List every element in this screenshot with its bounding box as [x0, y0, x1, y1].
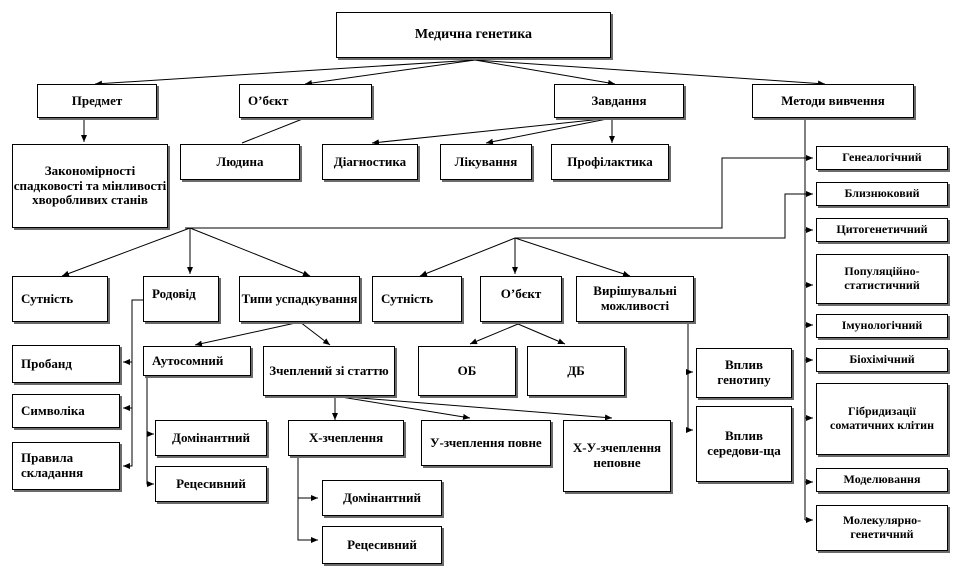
twin-db-box: ДБ [527, 346, 625, 396]
x-linked-box: Х-зчеплення [288, 420, 404, 456]
branch-methods-label: Методи вивчення [781, 92, 885, 108]
method-label: Імунологічний [841, 318, 923, 333]
y-linked-label: У-зчеплення повне [430, 434, 542, 450]
gen-inheritance-label: Типи успадкування [241, 290, 358, 306]
object-detail-label: Людина [216, 153, 264, 169]
method-biochemical: Біохімічний [816, 348, 948, 372]
twin-ob-label: ОБ [457, 362, 477, 378]
inheritance-autosomal-box: Аутосомний [143, 346, 251, 376]
inheritance-sexlinked-label: Зчеплений зі статтю [269, 362, 389, 378]
method-hybridization: Гібридизації соматичних клітин [816, 383, 948, 455]
pedigree-item-symbols: Символіка [12, 394, 120, 428]
gen-essence-box: Сутність [12, 276, 108, 322]
twin-ob-box: ОБ [418, 346, 516, 396]
root-box: Медична генетика [336, 12, 611, 58]
x-linked-label: Х-зчеплення [308, 429, 384, 445]
subject-detail-box: Закономірності спадковості та мінливості… [12, 144, 168, 228]
pedigree-item-label: Правила складання [21, 450, 84, 480]
branch-methods: Методи вивчення [752, 84, 914, 118]
autosomal-recessive-box: Рецесивний [155, 466, 267, 502]
branch-subject: Предмет [37, 84, 157, 118]
method-label: Близнюковий [844, 186, 920, 201]
gen-pedigree-box: Родовід [143, 276, 219, 322]
method-label: Молекулярно-генетичний [842, 513, 922, 541]
method-cytogenetic: Цитогенетичний [816, 218, 948, 242]
inheritance-sexlinked-box: Зчеплений зі статтю [263, 346, 395, 396]
twin-db-label: ДБ [567, 362, 585, 378]
twin-essence-box: Сутність [372, 276, 462, 322]
method-label: Популяційно-статистичний [844, 264, 920, 292]
branch-tasks-label: Завдання [591, 92, 647, 108]
method-label: Біохімічний [849, 352, 915, 367]
method-modeling: Моделювання [816, 468, 948, 492]
task-item-label: Профілактика [567, 153, 653, 169]
gen-essence-label: Сутність [21, 290, 74, 306]
inheritance-autosomal-label: Аутосомний [152, 352, 224, 368]
method-label: Цитогенетичний [836, 222, 928, 237]
method-label: Гібридизації соматичних клітин [830, 404, 934, 432]
gen-pedigree-label: Родовід [152, 286, 196, 301]
gen-inheritance-box: Типи успадкування [239, 276, 360, 322]
autosomal-recessive-label: Рецесивний [176, 475, 246, 491]
method-molecular: Молекулярно-генетичний [816, 505, 948, 551]
twin-object-label: О’бєкт [500, 286, 542, 301]
twin-genotype-box: Вплив генотипу [696, 348, 792, 398]
task-item-label: Лікування [454, 153, 518, 169]
twin-abilities-label: Вирішувальні можливості [593, 283, 677, 313]
method-genealogical: Генеалогічний [816, 146, 948, 170]
twin-abilities-box: Вирішувальні можливості [576, 276, 694, 322]
twin-environment-label: Вплив середови-ща [707, 428, 781, 458]
object-detail-box: Людина [180, 144, 300, 180]
pedigree-item-proband: Пробанд [12, 345, 120, 383]
method-label: Генеалогічний [842, 150, 922, 165]
xy-linked-box: Х-У-зчеплення неповне [563, 420, 671, 492]
task-item-label: Діагностика [333, 153, 407, 169]
twin-essence-label: Сутність [381, 290, 434, 306]
task-item-treatment: Лікування [440, 144, 532, 180]
pedigree-item-rules: Правила складання [12, 442, 120, 490]
autosomal-dominant-box: Домінантний [155, 420, 267, 456]
subject-detail-label: Закономірності спадковості та мінливості… [13, 162, 167, 208]
method-label: Моделювання [843, 472, 921, 487]
pedigree-item-label: Пробанд [21, 355, 72, 371]
method-population: Популяційно-статистичний [816, 254, 948, 304]
pedigree-item-label: Символіка [21, 402, 85, 418]
x-linked-dominant-box: Домінантний [322, 480, 442, 516]
y-linked-box: У-зчеплення повне [421, 420, 551, 466]
x-linked-dominant-label: Домінантний [343, 489, 421, 505]
branch-object: О’бєкт [239, 84, 372, 118]
xy-linked-label: Х-У-зчеплення неповне [572, 440, 662, 470]
x-linked-recessive-box: Рецесивний [322, 526, 442, 564]
x-linked-recessive-label: Рецесивний [347, 536, 417, 552]
autosomal-dominant-label: Домінантний [172, 429, 250, 445]
task-item-prevention: Профілактика [551, 144, 669, 180]
root-label: Медична генетика [414, 26, 533, 42]
twin-genotype-label: Вплив генотипу [717, 357, 771, 387]
method-immunological: Імунологічний [816, 314, 948, 338]
twin-object-box: О’бєкт [480, 276, 562, 322]
branch-object-label: О’бєкт [248, 92, 289, 108]
branch-tasks: Завдання [554, 84, 684, 118]
method-twin: Близнюковий [816, 182, 948, 206]
branch-subject-label: Предмет [71, 92, 123, 108]
task-item-diagnostics: Діагностика [322, 144, 418, 180]
twin-environment-box: Вплив середови-ща [696, 406, 792, 482]
